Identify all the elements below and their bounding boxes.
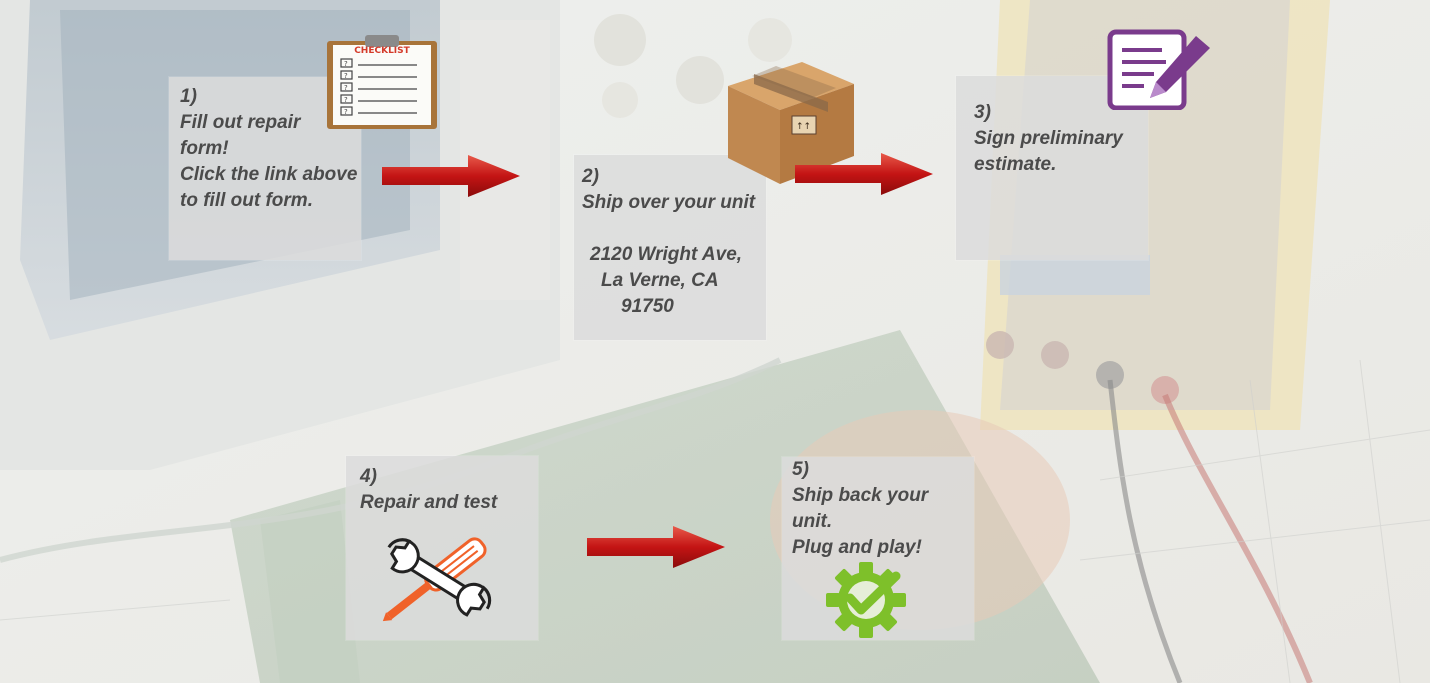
step-1-number: 1) [180, 86, 197, 107]
step-5-line-3: Plug and play! [792, 537, 922, 558]
step-4-panel [346, 456, 538, 640]
step-3-line-2: estimate. [974, 154, 1057, 175]
svg-text:↑↑: ↑↑ [796, 122, 811, 132]
step-2-panel [574, 155, 766, 340]
step-2-number: 2) [582, 166, 599, 187]
step-1-line-3: Click the link above [180, 164, 358, 185]
step-5-text: 5) Ship back your unit. Plug and play! [792, 457, 928, 561]
arrow-step-1-to-2 [382, 155, 522, 197]
gear-check-icon [818, 562, 914, 638]
step-1-line-1: Fill out repair [180, 112, 301, 133]
arrow-step-2-to-3 [795, 153, 935, 195]
step-2-address-3: 91750 [621, 296, 674, 317]
package-icon: ↑↑ [726, 58, 856, 186]
step-5-line-1: Ship back your [792, 485, 929, 506]
step-1-line-2: form! [180, 138, 229, 159]
svg-text:?: ? [344, 108, 348, 116]
step-1-line-4: to fill out form. [180, 190, 313, 211]
step-3-text: 3) Sign preliminary estimate. [974, 100, 1123, 178]
checklist-icon-label: CHECKLIST [354, 46, 410, 56]
checklist-icon: CHECKLIST ? ? ? ? ? [325, 35, 440, 131]
step-5-number: 5) [792, 459, 809, 480]
step-5-line-2: unit. [792, 511, 833, 532]
step-2-text: 2) Ship over your unit 2120 Wright Ave, … [582, 164, 755, 320]
step-4-number: 4) [360, 466, 377, 487]
tools-icon [368, 530, 508, 625]
step-1-text: 1) Fill out repair form! Click the link … [180, 84, 357, 214]
step-3-line-1: Sign preliminary [974, 128, 1123, 149]
sign-document-icon [1106, 28, 1212, 111]
svg-text:?: ? [344, 84, 348, 92]
step-2-line-1: Ship over your unit [582, 192, 756, 213]
step-2-address-1: 2120 Wright Ave, [590, 244, 743, 265]
arrow-step-4-to-5 [587, 526, 727, 568]
step-3-number: 3) [974, 102, 991, 123]
step-2-address-2: La Verne, CA [601, 270, 719, 291]
step-4-text: 4) Repair and test [360, 464, 497, 516]
step-4-line-1: Repair and test [360, 492, 498, 513]
svg-text:?: ? [344, 72, 348, 80]
svg-text:?: ? [344, 60, 348, 68]
svg-text:?: ? [344, 96, 348, 104]
